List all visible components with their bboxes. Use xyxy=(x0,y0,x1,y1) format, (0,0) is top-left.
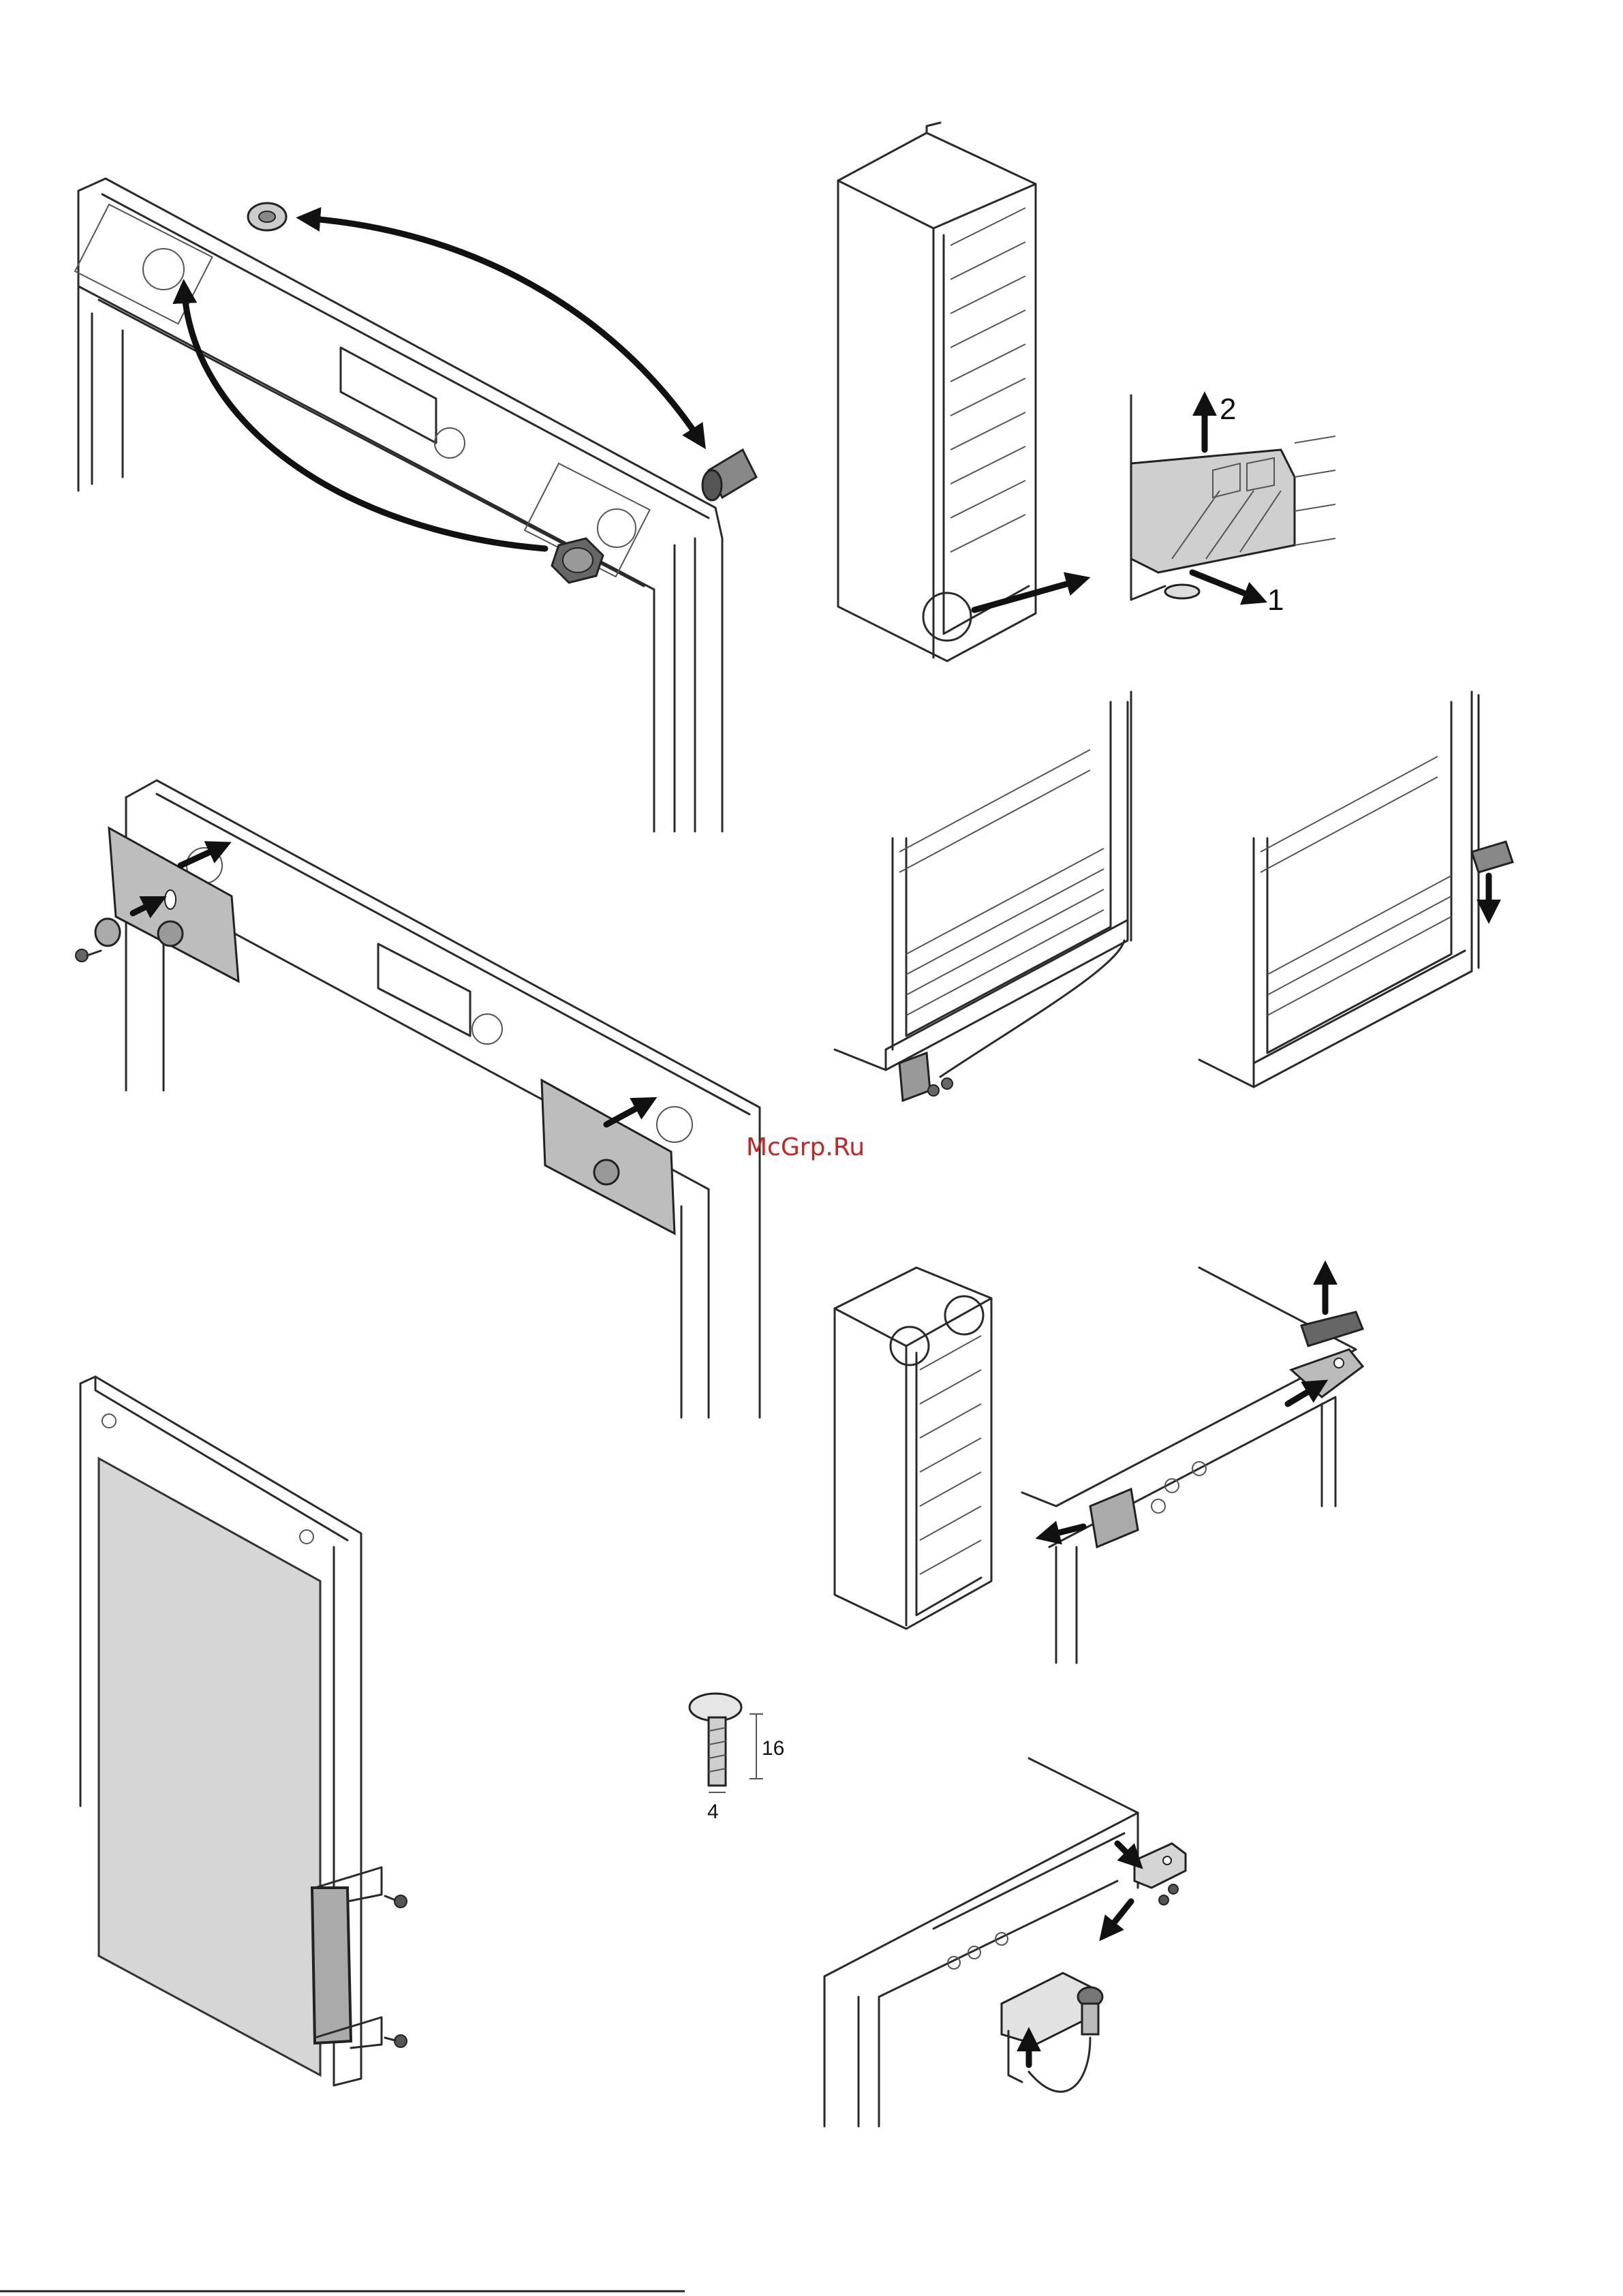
cover-plug xyxy=(248,203,286,230)
detail-callout-circle xyxy=(923,593,971,641)
hinge-bracket-right xyxy=(1291,1349,1363,1397)
figure-door-handle xyxy=(80,1377,407,2085)
screw-small xyxy=(76,949,101,962)
hinge-cover-right xyxy=(542,1080,675,1234)
move-arrow-left xyxy=(184,286,545,549)
door-glass-panel xyxy=(99,1458,320,2075)
detail-callout-circle-left xyxy=(891,1327,929,1365)
figure-base-plate-right xyxy=(1199,692,1513,1087)
screw-diameter-label: 4 xyxy=(707,1801,719,1823)
figure-remove-base-cover: 2 1 xyxy=(838,123,1335,661)
figure-swap-hinge-plugs xyxy=(75,179,756,831)
base-shelves-left xyxy=(899,750,1104,1015)
swap-arrow-top xyxy=(303,218,702,443)
figure-remove-top-hinge xyxy=(835,1268,1363,1663)
wine-shelves xyxy=(950,208,1025,552)
handle-screw-bottom xyxy=(385,2035,407,2047)
hinge-nut xyxy=(552,538,603,583)
hinge-top-cap xyxy=(1301,1312,1363,1346)
detail-callout-circle-right xyxy=(945,1296,983,1334)
base-cover-part xyxy=(1131,450,1295,572)
hinge-bracket-left xyxy=(1090,1489,1138,1547)
fit-arrow-right xyxy=(606,1101,651,1124)
small-shelves xyxy=(920,1336,981,1574)
detail-pointer-arrow xyxy=(974,579,1083,610)
handle-screw-top xyxy=(385,1895,407,1908)
step-label-lift: 2 xyxy=(1220,393,1236,426)
hinge-move-arrow xyxy=(1104,1901,1131,1935)
door-handle xyxy=(312,1867,382,2048)
step-label-pull: 1 xyxy=(1267,583,1284,617)
top-right-hinge-plate xyxy=(1134,1843,1186,1888)
base-shelves-right xyxy=(1261,756,1451,1015)
hinge-pin-bushing xyxy=(702,450,756,500)
figure-fit-hinge-covers xyxy=(76,780,760,1418)
pull-arrow xyxy=(1192,572,1261,600)
screw-length-label: 16 xyxy=(762,1737,784,1760)
figure-screw-spec: 16 4 xyxy=(690,1694,784,1823)
hinge-plate-arrow xyxy=(1117,1843,1138,1864)
bottom-hinge-pin xyxy=(1078,1987,1102,2034)
site-watermark: McGrp.Ru xyxy=(746,1133,865,1161)
figure-bottom-hinge xyxy=(824,1758,1186,2126)
figure-base-plate-left xyxy=(835,692,1131,1101)
bottom-hinge-bracket xyxy=(1002,1973,1090,2082)
